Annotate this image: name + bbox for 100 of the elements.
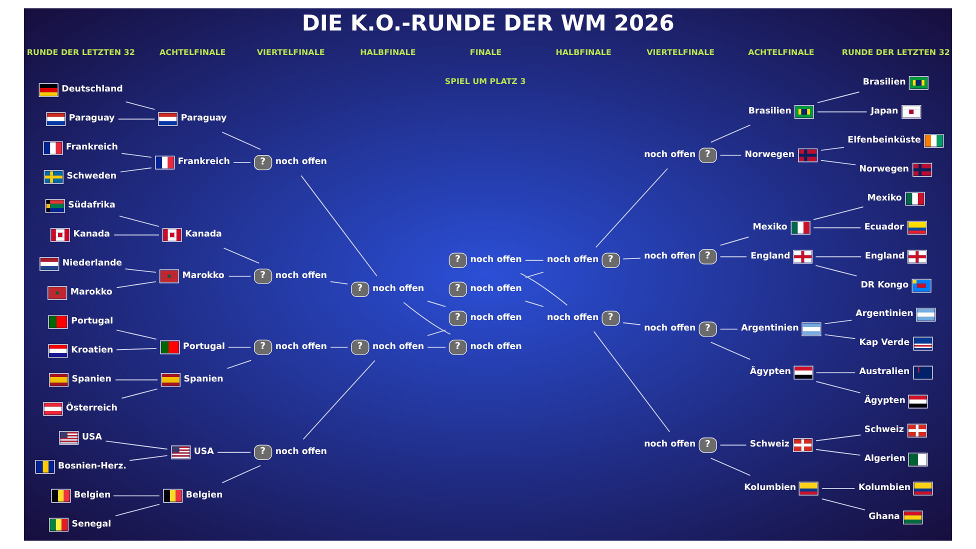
connector (816, 372, 856, 374)
node-label: noch offen (644, 440, 696, 450)
connector (821, 488, 856, 490)
connector (222, 132, 261, 150)
connector (817, 111, 868, 112)
node-label: Schweiz (864, 425, 904, 436)
node-label: Frankreich (178, 157, 230, 168)
node-label: Ägypten (864, 396, 906, 406)
connector (816, 449, 861, 456)
connector (720, 328, 738, 330)
connector (113, 495, 160, 496)
node-label: Belgien (74, 490, 111, 500)
connector (223, 248, 260, 264)
node-label: Portugal (183, 342, 226, 352)
connector (121, 152, 152, 158)
connector (817, 92, 860, 104)
node-label: Belgien (186, 490, 223, 500)
connector (427, 300, 446, 308)
node-label: Marokko (182, 270, 224, 281)
connector (233, 162, 251, 164)
connector (720, 256, 747, 258)
node-label: noch offen (644, 150, 696, 160)
node-label: noch offen (644, 324, 696, 334)
node-label: Argentinien (741, 324, 799, 334)
connector (813, 206, 864, 220)
connector (720, 154, 742, 156)
node-label: noch offen (275, 342, 327, 352)
node-label: Kap Verde (859, 338, 910, 348)
connector (524, 272, 544, 278)
connector (816, 434, 862, 442)
node-label: Schweden (66, 172, 117, 182)
connector (403, 302, 451, 335)
node-label: Brasilien (862, 77, 906, 88)
node-label: Kanada (185, 230, 222, 240)
node-label: Norwegen (744, 150, 795, 160)
connector (228, 346, 252, 348)
connector (520, 272, 568, 306)
node-label: Spanien (72, 374, 112, 384)
node-label: Mexiko (867, 193, 902, 204)
connector (720, 236, 750, 246)
connector (116, 348, 157, 350)
connector (228, 276, 252, 277)
node-label: Japan (870, 106, 898, 116)
node-label: England (865, 251, 905, 262)
node-label: Argentinien (856, 309, 914, 320)
node-label: USA (194, 446, 214, 457)
connector (816, 381, 861, 394)
connector (119, 216, 160, 227)
node-label: noch offen (470, 254, 522, 265)
diagram-title: DIE K.O.-RUNDE DER WM 2026 (302, 12, 674, 37)
node-label: Kolumbien (858, 483, 911, 494)
node-label: noch offen (275, 157, 327, 168)
connector (824, 334, 856, 340)
node-label: noch offen (470, 284, 522, 294)
node-label: Niederlande (62, 258, 122, 269)
connector (815, 256, 862, 258)
node-label: Kanada (73, 230, 110, 240)
connector (330, 281, 348, 284)
connector (330, 346, 348, 348)
connector (302, 360, 376, 440)
connector (427, 330, 446, 336)
connector (524, 260, 544, 261)
connector (118, 118, 156, 120)
node-label: Senegal (72, 519, 112, 530)
connector (105, 440, 168, 450)
connector (815, 264, 858, 276)
node-label: Frankreich (66, 142, 118, 153)
connector (217, 452, 252, 453)
node-label: noch offen (547, 254, 599, 265)
connector (593, 330, 670, 432)
node-label: noch offen (644, 251, 696, 262)
connector (129, 455, 168, 461)
node-label: Paraguay (68, 114, 115, 124)
connector (813, 227, 862, 228)
connector (124, 268, 156, 273)
connector (720, 444, 747, 446)
node-label: Ecuador (864, 222, 904, 232)
node-label: Marokko (70, 287, 112, 298)
connector (300, 175, 378, 277)
node-label: Bosnien-Herz. (58, 461, 126, 472)
connector (116, 330, 157, 340)
node-label: Elfenbeinküste (848, 135, 921, 146)
node-label: Norwegen (859, 164, 910, 174)
node-label: DR Kongo (860, 280, 909, 290)
node-label: USA (82, 432, 102, 442)
node-label: England (750, 251, 790, 262)
connector (121, 388, 158, 399)
node-label: Mexiko (752, 222, 788, 232)
node-label: Australien (859, 367, 910, 378)
node-label: Ghana (868, 512, 900, 522)
connector (622, 258, 641, 260)
node-label: Südafrika (68, 200, 116, 211)
connector (125, 101, 156, 110)
node-label: Kroatien (71, 345, 114, 356)
node-label: Deutschland (62, 84, 123, 95)
connector (820, 160, 856, 166)
node-label: noch offen (470, 342, 522, 352)
connector (115, 504, 160, 516)
connector (710, 124, 751, 143)
connector (821, 498, 866, 510)
